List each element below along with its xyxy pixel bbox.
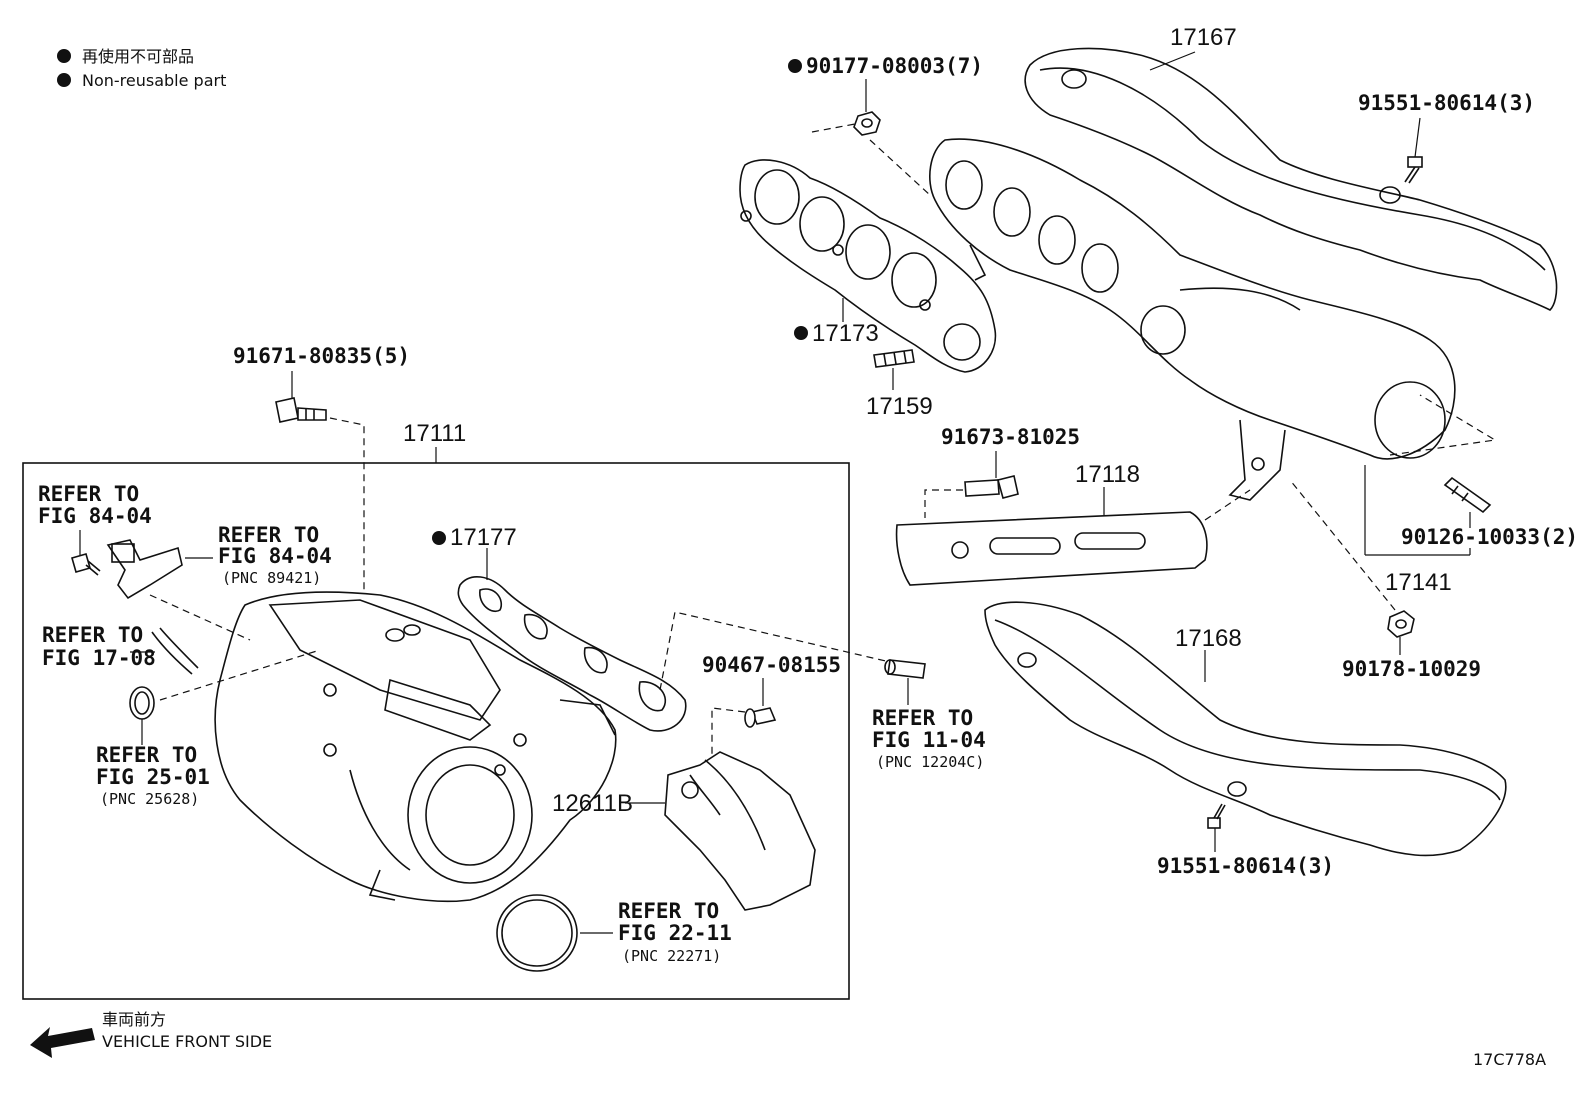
heat-insulator-lower bbox=[984, 601, 1507, 857]
part-17118: 17118 bbox=[1075, 461, 1140, 488]
part-12611B: 12611B bbox=[552, 790, 633, 817]
intake-manifold bbox=[214, 591, 617, 903]
pcv-plug bbox=[884, 659, 926, 679]
ref-2211-l3: (PNC 22271) bbox=[622, 947, 721, 965]
throttle-gasket-ring bbox=[496, 894, 578, 972]
ref-8404b-l1: REFER TO bbox=[218, 523, 319, 547]
ref-8404a-l2: FIG 84-04 bbox=[38, 504, 152, 528]
ref-1708-l1: REFER TO bbox=[42, 623, 143, 647]
part-17111: 17111 bbox=[403, 420, 466, 447]
ref-1104-l3: (PNC 12204C) bbox=[876, 753, 984, 771]
front-side-jp: 車両前方 bbox=[102, 1010, 166, 1029]
bolt-lower-insulator bbox=[1207, 803, 1226, 829]
part-90126: 90126-10033(2) bbox=[1401, 525, 1578, 549]
part-17167: 17167 bbox=[1170, 24, 1237, 51]
part-91673: 91673-81025 bbox=[941, 425, 1080, 449]
clip-90467 bbox=[744, 707, 777, 728]
non-reusable-dot-icon bbox=[794, 326, 808, 340]
ref-8404b-l2: FIG 84-04 bbox=[218, 544, 332, 568]
part-17177: 17177 bbox=[450, 524, 517, 551]
ref-1104-l1: REFER TO bbox=[872, 706, 973, 730]
part-17141: 17141 bbox=[1385, 569, 1452, 596]
ref-2211-l1: REFER TO bbox=[618, 899, 719, 923]
ref-8404b-l3: (PNC 89421) bbox=[222, 569, 321, 587]
non-reusable-dot-icon bbox=[432, 531, 446, 545]
ref-1104-l2: FIG 11-04 bbox=[872, 728, 986, 752]
hose bbox=[159, 627, 199, 669]
ref-2211-l2: FIG 22-11 bbox=[618, 921, 732, 945]
sensor-and-bolt bbox=[71, 539, 183, 600]
exhaust-manifold-converter bbox=[929, 138, 1456, 501]
stud-17159 bbox=[873, 349, 915, 368]
part-91671: 91671-80835(5) bbox=[233, 344, 410, 368]
heat-insulator-upper bbox=[1024, 47, 1558, 311]
part-90467: 90467-08155 bbox=[702, 653, 841, 677]
non-reusable-dot-icon bbox=[57, 73, 71, 87]
legend: 再使用不可部品 Non-reusable part bbox=[57, 47, 226, 90]
part-91551-bot: 91551-80614(3) bbox=[1157, 854, 1334, 878]
part-17173: 17173 bbox=[812, 320, 879, 347]
bolt-91673 bbox=[964, 475, 1019, 499]
legend-jp: 再使用不可部品 bbox=[82, 47, 194, 66]
heat-insulator-12611b bbox=[664, 751, 816, 911]
bolt-91671 bbox=[275, 397, 327, 423]
nut-90178 bbox=[1387, 610, 1415, 638]
ref-2501-l2: FIG 25-01 bbox=[96, 765, 210, 789]
ref-1708-l2: FIG 17-08 bbox=[42, 646, 156, 670]
legend-en: Non-reusable part bbox=[82, 71, 226, 90]
part-91551-top: 91551-80614(3) bbox=[1358, 91, 1535, 115]
ref-2501-l3: (PNC 25628) bbox=[100, 790, 199, 808]
front-side-en: VEHICLE FRONT SIDE bbox=[102, 1032, 272, 1051]
intake-manifold-gasket bbox=[457, 576, 687, 732]
non-reusable-dot-icon bbox=[57, 49, 71, 63]
ref-8404a-l1: REFER TO bbox=[38, 482, 139, 506]
vehicle-front-arrow-icon bbox=[30, 1027, 95, 1058]
stud-90126 bbox=[1443, 476, 1492, 514]
bolt-upper-insulator bbox=[1404, 156, 1423, 184]
figure-code: 17C778A bbox=[1473, 1050, 1546, 1069]
exhaust-manifold-gasket bbox=[739, 159, 997, 373]
non-reusable-dot-icon bbox=[788, 59, 802, 73]
part-17159: 17159 bbox=[866, 393, 933, 420]
part-17168: 17168 bbox=[1175, 625, 1242, 652]
ref-2501-l1: REFER TO bbox=[96, 743, 197, 767]
manifold-stay-bracket bbox=[895, 511, 1208, 586]
part-90177: 90177-08003(7) bbox=[806, 54, 983, 78]
nut-90177 bbox=[853, 111, 881, 136]
part-90178: 90178-10029 bbox=[1342, 657, 1481, 681]
